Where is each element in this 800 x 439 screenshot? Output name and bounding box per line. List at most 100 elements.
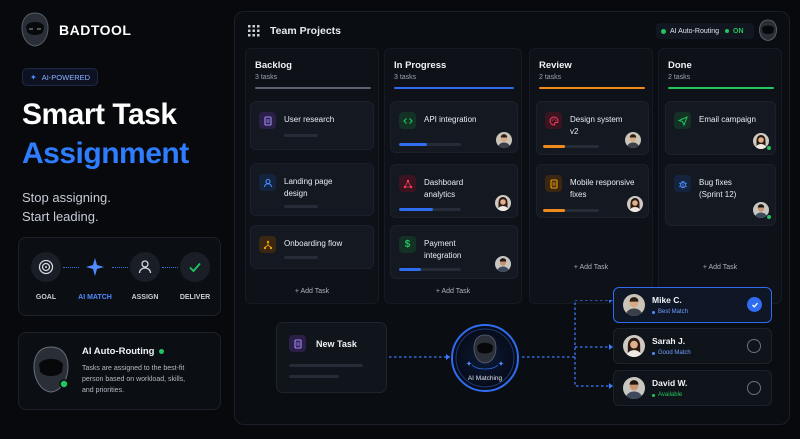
column-in-progress: In Progress 3 tasks API integration Dash… xyxy=(384,48,522,304)
online-dot-icon xyxy=(766,214,772,220)
add-task-button[interactable]: + Add Task xyxy=(294,288,330,295)
task-progress-bar xyxy=(543,145,599,148)
send-icon xyxy=(674,112,691,129)
hero-subtitle: Stop assigning. Start leading. xyxy=(22,190,111,224)
online-dot-icon xyxy=(766,145,772,151)
candidate-name: David W. xyxy=(652,378,688,388)
status-dot-icon xyxy=(652,393,655,397)
ai-card-description: Tasks are assigned to the best-fit perso… xyxy=(82,365,186,394)
candidate-name: Mike C. xyxy=(652,295,682,305)
on-dot-icon xyxy=(725,29,730,33)
task-card[interactable]: Bug fixes(Sprint 12) xyxy=(665,164,776,226)
add-task-button[interactable]: + Add Task xyxy=(435,288,471,295)
step-label: DELIVER xyxy=(179,294,211,301)
step-label: AI MATCH xyxy=(78,294,112,301)
new-task-title: New Task xyxy=(316,339,357,349)
task-name: Email campaign xyxy=(699,115,756,124)
match-status: Good Match xyxy=(652,350,691,356)
select-radio[interactable] xyxy=(747,381,761,395)
target-icon xyxy=(31,252,61,282)
bug-icon xyxy=(674,175,691,192)
hero-title-line1: Smart Task xyxy=(22,98,177,131)
flow-icon xyxy=(259,236,276,253)
ai-auto-routing-card: AI Auto-Routing Tasks are assigned to th… xyxy=(18,332,221,410)
document-icon xyxy=(289,335,306,352)
status-dot-icon xyxy=(661,28,666,34)
selected-check-icon[interactable] xyxy=(747,297,762,312)
task-card[interactable]: Email campaign xyxy=(665,101,776,155)
task-progress-bar xyxy=(399,208,461,211)
task-card[interactable]: API integration xyxy=(390,101,518,153)
candidate-name: Sarah J. xyxy=(652,336,686,346)
task-progress-bar xyxy=(399,143,461,146)
avatar xyxy=(495,256,511,272)
add-task-button[interactable]: + Add Task xyxy=(573,264,609,271)
status-dot-icon xyxy=(652,310,655,314)
column-count: 2 tasks xyxy=(668,74,691,81)
task-progress-bar xyxy=(399,268,461,271)
code-icon xyxy=(399,112,416,129)
ai-powered-badge: ✦ AI-POWERED xyxy=(22,68,98,86)
brand-name: BADTOOL xyxy=(59,22,132,38)
avatar xyxy=(496,132,512,148)
task-card[interactable]: Onboarding flow xyxy=(250,225,374,269)
document-icon xyxy=(545,175,562,192)
task-progress-bar xyxy=(543,209,599,212)
task-name: API integration xyxy=(424,115,477,124)
ai-matching-node xyxy=(451,324,519,392)
document-icon xyxy=(259,112,276,129)
add-task-button[interactable]: + Add Task xyxy=(702,264,738,271)
column-title: Done xyxy=(668,60,692,71)
new-task-card[interactable]: New Task xyxy=(276,322,387,393)
task-card[interactable]: User research xyxy=(250,101,374,150)
candidate-card[interactable]: Mike C. Best Match xyxy=(613,287,772,323)
step-label: GOAL xyxy=(35,294,57,301)
avatar xyxy=(495,195,511,211)
check-icon xyxy=(180,252,210,282)
column-count: 2 tasks xyxy=(539,74,562,81)
task-name: Onboarding flow xyxy=(284,239,343,248)
online-dot-icon xyxy=(159,349,165,354)
avatar xyxy=(623,377,645,399)
grid-icon[interactable] xyxy=(248,25,260,37)
match-status: Best Match xyxy=(652,309,688,315)
workflow-steps: GOAL AI MATCH ASSIGN DELIVER xyxy=(18,237,221,316)
column-title: Review xyxy=(539,60,572,71)
task-name: Bug fixes(Sprint 12) xyxy=(699,178,737,199)
status-dot-icon xyxy=(652,351,655,355)
avatar xyxy=(753,133,769,149)
avatar xyxy=(623,335,645,357)
user-icon xyxy=(259,174,276,191)
ai-matching-label: AI Matching xyxy=(467,375,503,382)
select-radio[interactable] xyxy=(747,339,761,353)
sparkle-icon xyxy=(80,252,110,282)
candidate-card[interactable]: David W. Available xyxy=(613,370,772,406)
robot-avatar-icon[interactable] xyxy=(758,19,778,41)
palette-icon xyxy=(545,112,562,129)
column-title: Backlog xyxy=(255,60,292,71)
ai-card-title: AI Auto-Routing xyxy=(82,346,155,357)
avatar xyxy=(627,196,643,212)
step-label: ASSIGN xyxy=(131,294,159,301)
sparkle-icon: ✦ xyxy=(30,72,37,82)
board-title: Team Projects xyxy=(270,25,342,37)
robot-avatar-icon xyxy=(33,346,69,393)
match-status: Available xyxy=(652,392,682,398)
column-count: 3 tasks xyxy=(255,74,278,81)
auto-routing-toggle[interactable]: AI Auto-Routing ON xyxy=(656,23,754,39)
candidate-card[interactable]: Sarah J. Good Match xyxy=(613,328,772,364)
user-icon xyxy=(130,252,160,282)
column-count: 3 tasks xyxy=(394,74,417,81)
column-backlog: Backlog 3 tasks User research Landing pa… xyxy=(245,48,379,304)
